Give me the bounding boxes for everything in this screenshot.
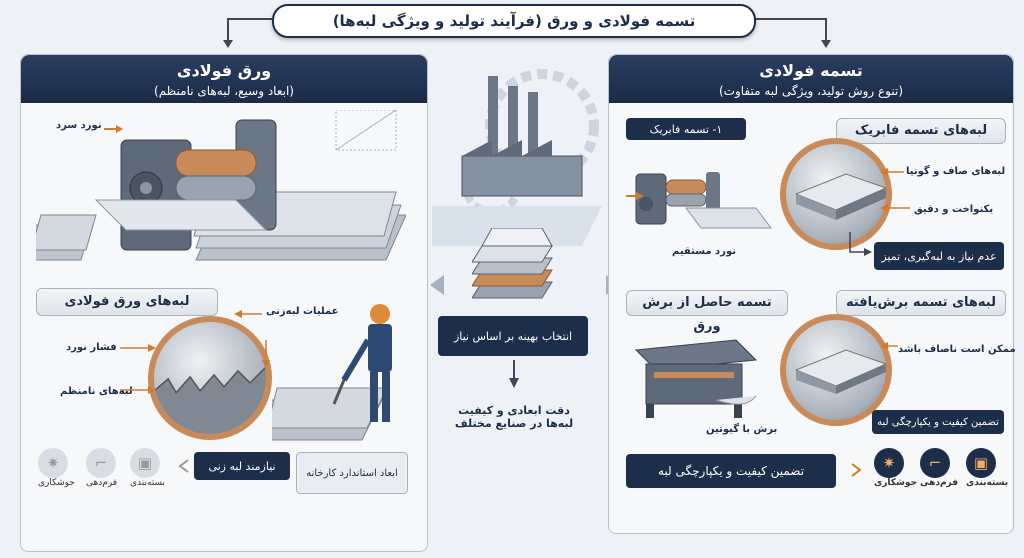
steel-sheet-title: ورق فولادی [176, 61, 272, 80]
right-packaging-icon-group: ▣ بسته‌بندی [966, 448, 1008, 488]
edge-trimming-worker-illustration [272, 304, 392, 441]
no-trimming-needed-box: عدم نیاز به لبه‌گیری، تمیز [874, 242, 1004, 270]
packaging-icon: ▣ [966, 448, 996, 478]
needs-trimming-box: نیازمند لبه زنی [194, 452, 290, 480]
factory-illustration [432, 69, 602, 246]
rolling-pressure-label: فشار نورد [66, 342, 117, 353]
packaging-label: بسته‌بندی [130, 478, 166, 488]
right-welding-icon-group: ✷ جوشکاری [874, 448, 917, 488]
cold-rolling-machine-illustration [36, 110, 406, 261]
edge-quality-box-small: تضمین کیفیت و یکپارچگی لبه [872, 410, 1004, 434]
edge-pointer-arrows [120, 344, 156, 394]
chevron-right-icon [851, 463, 862, 477]
jagged-edge-graphic [154, 366, 266, 434]
irregular-edges-label: لبه‌های نامنظم [60, 386, 133, 397]
page-title: تسمه فولادی و ورق (فرآیند تولید و ویژگی … [272, 4, 756, 38]
trimming-operation-label: عملیات لبه‌زنی [266, 306, 339, 317]
cold-rolling-label: نورد سرد [56, 120, 102, 131]
factory-edge-zoom [780, 138, 892, 250]
edge-pointer-arrows [880, 168, 910, 212]
factory-standard-box: ابعاد استاندارد کارخانه [296, 452, 408, 494]
guillotine-illustration [634, 339, 758, 418]
cut-strip-edges-heading: لبه‌های تسمه برش‌یافته [836, 290, 1006, 316]
may-be-uneven-label: ممکن است ناصاف باشد [898, 344, 1016, 355]
left-packaging-icon-group: ▣ بسته‌بندی [130, 448, 165, 488]
down-arrow-icon [509, 360, 519, 388]
center-caption: دقت ابعادی و کیفیت لبه‌ها در صنایع مختلف [454, 404, 574, 430]
welding-label: جوشکاری [38, 478, 75, 488]
factory-strip-heading: ۱- تسمه فابریک [626, 118, 746, 140]
packaging-icon: ▣ [130, 448, 160, 478]
sheet-edges-heading: لبه‌های ورق فولادی [36, 288, 218, 316]
forming-icon: ⌐ [86, 448, 116, 478]
cut-strip-heading: تسمه حاصل از برش ورق [626, 290, 788, 334]
packaging-label: بسته‌بندی [966, 478, 1009, 488]
cut-edge-zoom [780, 314, 892, 426]
left-welding-icon-group: ✷ جوشکاری [38, 448, 75, 488]
optimal-selection-box: انتخاب بهینه بر اساس نیاز [438, 316, 588, 356]
forming-label: فرم‌دهی [86, 478, 118, 488]
direct-rolling-label: نورد مستقیم [672, 246, 736, 257]
guillotine-cutting-label: برش با گیوتین [706, 424, 778, 435]
down-arrow-icon [262, 340, 270, 368]
steel-strip-header: تسمه فولادی (تنوع روش تولید، ویژگی لبه م… [609, 55, 1013, 103]
left-forming-icon-group: ⌐ فرم‌دهی [86, 448, 117, 488]
steel-strip-subtitle: (تنوع روش تولید، ویژگی لبه متفاوت) [718, 84, 904, 98]
welding-icon: ✷ [874, 448, 904, 478]
uniform-precise-label: یکنواخت و دقیق [914, 204, 994, 215]
chevron-left-icon [178, 459, 189, 473]
welding-icon: ✷ [38, 448, 68, 478]
cut-edge-graphic [794, 349, 886, 394]
smooth-edge-graphic [794, 173, 886, 220]
welding-label: جوشکاری [874, 478, 918, 488]
arrow-icon [104, 125, 123, 133]
edge-quality-guarantee-box: تضمین کیفیت و یکپارچگی لبه [626, 454, 836, 488]
steel-sheet-subtitle: (ابعاد وسیع، لبه‌های نامنظم) [154, 84, 294, 98]
arrow-icon [849, 232, 872, 256]
title-connector-arrows [223, 18, 831, 48]
forming-label: فرم‌دهی [920, 478, 959, 488]
arrow-icon [880, 342, 898, 350]
factory-strip-edges-heading: لبه‌های تسمه فابریک [836, 118, 1006, 144]
steel-sheet-header: ورق فولادی (ابعاد وسیع، لبه‌های نامنظم) [21, 55, 427, 103]
forming-icon: ⌐ [920, 448, 950, 478]
flat-square-edges-label: لبه‌های صاف و گونیا [906, 166, 1006, 177]
steel-strip-title: تسمه فولادی [759, 61, 863, 80]
material-stack-illustration [472, 228, 553, 299]
center-arrows [430, 275, 620, 295]
irregular-edge-zoom [148, 316, 272, 440]
direct-rolling-illustration [635, 172, 772, 229]
arrow-icon [234, 310, 262, 318]
right-forming-icon-group: ⌐ فرم‌دهی [920, 448, 958, 488]
arrow-icon [626, 192, 644, 200]
